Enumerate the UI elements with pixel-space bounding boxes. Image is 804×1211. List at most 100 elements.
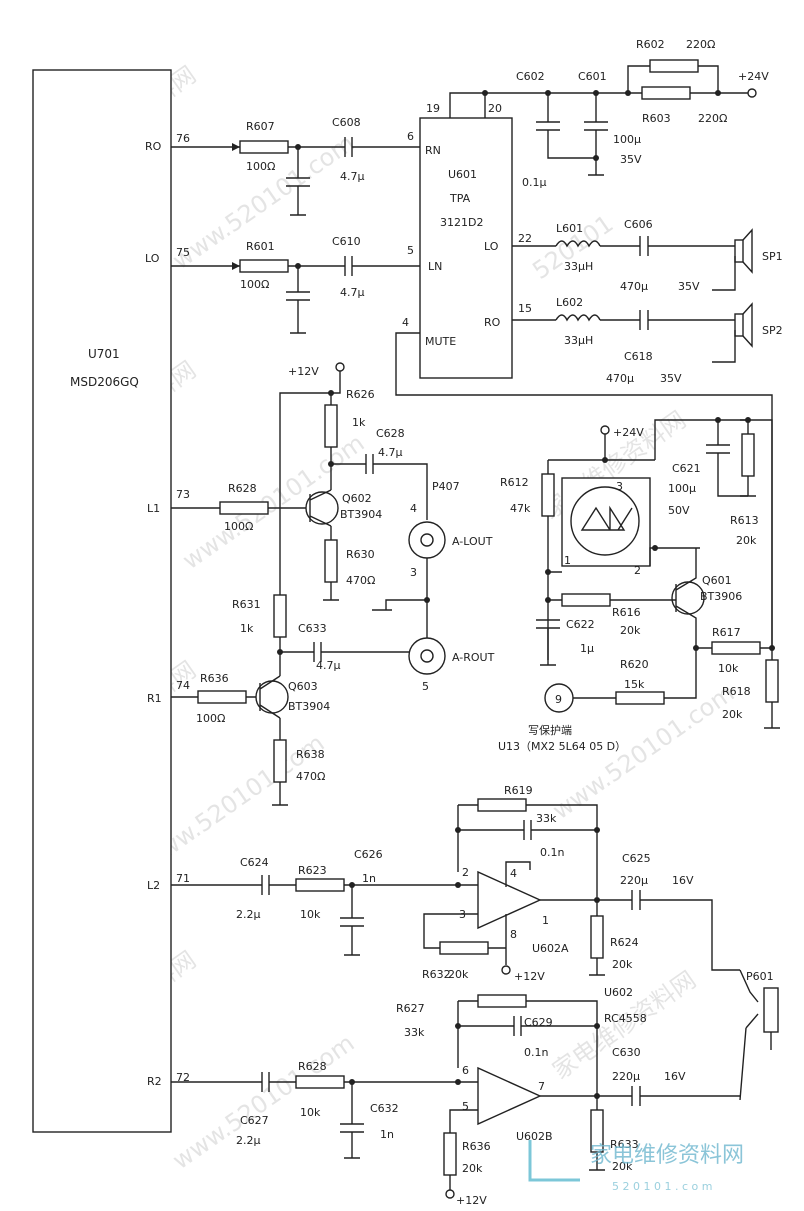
u602b-symbol <box>477 1066 542 1126</box>
r631-val: 1k <box>240 622 254 635</box>
r613-ref: R613 <box>730 514 759 527</box>
r601-symbol <box>239 259 289 273</box>
u601-p15: 15 <box>518 302 532 315</box>
u602a-p2: 2 <box>462 866 469 879</box>
c629-ref: C629 <box>524 1016 553 1029</box>
c601-val1: 100μ <box>613 133 641 146</box>
r630-symbol <box>324 539 338 583</box>
r618-val: 20k <box>722 708 743 721</box>
signal-ro-pin: 76 <box>176 132 190 145</box>
c622-val: 1μ <box>580 642 594 655</box>
u601-pin-ln: LN <box>428 260 442 273</box>
q602-symbol <box>305 491 339 525</box>
u601-p5: 5 <box>407 244 414 257</box>
r632-ref: R632 <box>422 968 451 981</box>
l601-val: 33μH <box>564 260 593 273</box>
signal-lo-name: LO <box>145 252 160 265</box>
r633-ref: R633 <box>610 1138 639 1151</box>
r632-symbol <box>439 941 489 955</box>
q603-ref: Q603 <box>288 680 318 693</box>
p407-p4: 4 <box>410 502 417 515</box>
u602b-p7: 7 <box>538 1080 545 1093</box>
r628a-val: 100Ω <box>224 520 253 533</box>
r607-symbol <box>239 140 289 154</box>
r636b-symbol <box>443 1132 457 1176</box>
watermark-logo-cn: 家电维修资料网 <box>590 1143 744 1168</box>
r617-symbol <box>711 641 761 655</box>
c626-val: 1n <box>362 872 376 885</box>
r613-symbol <box>741 433 755 477</box>
c625-val2: 16V <box>672 874 694 887</box>
c627-val: 2.2μ <box>236 1134 261 1147</box>
c625-val1: 220μ <box>620 874 648 887</box>
r623-ref: R623 <box>298 864 327 877</box>
signal-r1-name: R1 <box>147 692 162 705</box>
r623-val: 10k <box>300 908 321 921</box>
power-24v-mute: +24V <box>613 426 644 439</box>
q602-part: BT3904 <box>340 508 382 521</box>
r636a-symbol <box>197 690 247 704</box>
r638-val: 470Ω <box>296 770 325 783</box>
c629-val: 0.1n <box>524 1046 548 1059</box>
r603-symbol <box>641 86 691 100</box>
c601-ref: C601 <box>578 70 607 83</box>
u601-p4: 4 <box>402 316 409 329</box>
l602-ref: L602 <box>556 296 583 309</box>
u601-p6: 6 <box>407 130 414 143</box>
c630-val2: 16V <box>664 1070 686 1083</box>
u602b-ref: U602B <box>516 1130 553 1143</box>
opamp-r2-section: R627 33k U602 RC4558 C629 0.1n C627 2.2μ… <box>171 986 740 1207</box>
r616-val: 20k <box>620 624 641 637</box>
r638-ref: R638 <box>296 748 325 761</box>
q601-part: BT3906 <box>700 590 742 603</box>
c624-val: 2.2μ <box>236 908 261 921</box>
c632-ref: C632 <box>370 1102 399 1115</box>
ic-u701: U701 MSD206GQ <box>32 69 172 1133</box>
r627-symbol <box>477 994 527 1008</box>
sp1-symbol <box>734 239 744 263</box>
u601-symbol <box>419 117 513 379</box>
mute-control-section: +24V R612 47k 3 1 2 C621 100μ 50V R613 2… <box>498 417 780 753</box>
r603-val: 220Ω <box>698 112 727 125</box>
r602-symbol <box>649 59 699 73</box>
signal-l1-name: L1 <box>147 502 160 515</box>
r624-symbol <box>590 915 604 959</box>
u13-pin: 9 <box>555 693 562 706</box>
r619-val: 33k <box>536 812 557 825</box>
r630-val: 470Ω <box>346 574 375 587</box>
watermark-url-2: www.520101.com <box>177 429 369 575</box>
u13-part: U13（MX2 5L64 05 D） <box>498 740 626 753</box>
c632-val: 1n <box>380 1128 394 1141</box>
signal-r1-pin: 74 <box>176 679 190 692</box>
r636b-ref: R636 <box>462 1140 491 1153</box>
u13-label: 写保护端 <box>528 723 572 737</box>
r631-ref: R631 <box>232 598 261 611</box>
watermark-url-5: www.520101.com <box>167 1029 359 1175</box>
u602b-p5: 5 <box>462 1100 469 1113</box>
r619-ref: R619 <box>504 784 533 797</box>
c628-val: 4.7μ <box>378 446 403 459</box>
watermark-logo: 家电维修资料网 5 2 0 1 0 1 . c o m <box>528 1140 744 1193</box>
r636b-val: 20k <box>462 1162 483 1175</box>
q602-ref: Q602 <box>342 492 372 505</box>
r626-ref: R626 <box>346 388 375 401</box>
r627-ref: R627 <box>396 1002 425 1015</box>
c608-ref: C608 <box>332 116 361 129</box>
c621-val1: 100μ <box>668 482 696 495</box>
c626-ref: C626 <box>354 848 383 861</box>
r602-ref: R602 <box>636 38 665 51</box>
r612-val: 47k <box>510 502 531 515</box>
relay-p2: 2 <box>634 564 641 577</box>
r612-ref: R612 <box>500 476 529 489</box>
c633-ref: C633 <box>298 622 327 635</box>
u602a-p1: 1 <box>542 914 549 927</box>
r612-symbol <box>541 473 555 517</box>
r618-symbol <box>765 659 779 703</box>
c628-ref: C628 <box>376 427 405 440</box>
c630-ref: C630 <box>612 1046 641 1059</box>
u601-p22: 22 <box>518 232 532 245</box>
u601-p20: 20 <box>488 102 502 115</box>
r626-val: 1k <box>352 416 366 429</box>
q601-ref: Q601 <box>702 574 732 587</box>
sp1-ref: SP1 <box>762 250 783 263</box>
